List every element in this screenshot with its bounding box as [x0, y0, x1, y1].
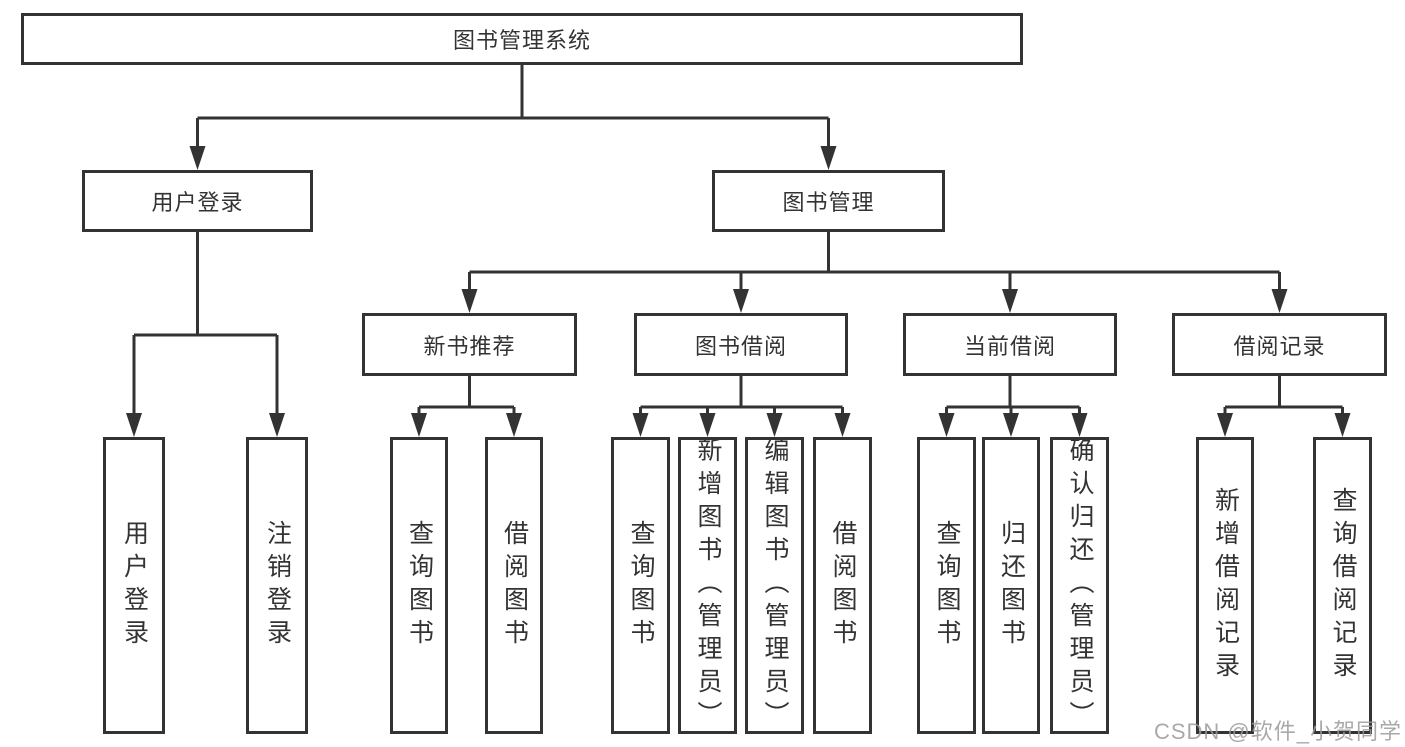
node-leaf-query-books-current: 查询图书 — [917, 437, 976, 734]
node-root: 图书管理系统 — [21, 13, 1023, 65]
node-leaf-edit-books-admin: 编辑图书（管理员） — [745, 437, 804, 734]
node-leaf-logout: 注销登录 — [246, 437, 308, 734]
node-leaf-add-borrow-record: 新增借阅记录 — [1196, 437, 1254, 734]
node-leaf-query-borrow-record: 查询借阅记录 — [1313, 437, 1372, 734]
node-leaf-borrow-books: 借阅图书 — [813, 437, 872, 734]
node-leaf-query-books-recommend: 查询图书 — [390, 437, 448, 734]
connector-lines — [132, 65, 1344, 415]
node-leaf-return-books: 归还图书 — [982, 437, 1040, 734]
node-leaf-borrow-books-recommend: 借阅图书 — [485, 437, 543, 734]
node-user-login: 用户登录 — [82, 170, 313, 232]
node-current-borrowing: 当前借阅 — [903, 313, 1117, 376]
node-leaf-add-books-admin: 新增图书（管理员） — [678, 437, 737, 734]
node-leaf-user-login: 用户登录 — [103, 437, 165, 734]
node-borrowing-records: 借阅记录 — [1172, 313, 1387, 376]
node-new-book-recommend: 新书推荐 — [362, 313, 577, 376]
arrowheads — [126, 146, 1351, 437]
node-leaf-confirm-return-admin: 确认归还（管理员） — [1050, 437, 1109, 734]
node-leaf-query-books-borrow: 查询图书 — [611, 437, 670, 734]
node-book-management: 图书管理 — [712, 170, 945, 232]
node-book-borrowing: 图书借阅 — [634, 313, 848, 376]
